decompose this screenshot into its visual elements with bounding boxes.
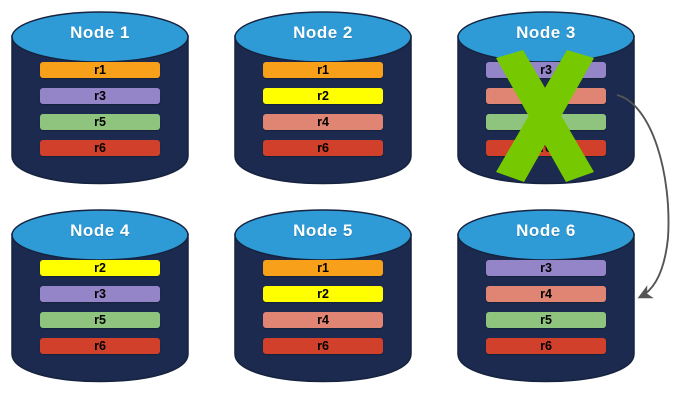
cylinder-top xyxy=(457,11,635,63)
replica-bar[interactable]: r3 xyxy=(486,260,606,276)
replica-bar[interactable]: r6 xyxy=(40,140,160,156)
replica-bar[interactable]: r6 xyxy=(486,338,606,354)
cylinder-top xyxy=(11,209,189,261)
replica-row-list: r3 r4 r5 r6 xyxy=(486,62,606,156)
replica-bar[interactable]: r4 xyxy=(263,114,383,130)
replica-bar[interactable]: r5 xyxy=(40,114,160,130)
replica-bar[interactable]: r5 xyxy=(486,312,606,328)
replica-row-list: r2 r3 r5 r6 xyxy=(40,260,160,354)
replica-bar[interactable]: r2 xyxy=(263,286,383,302)
replica-bar[interactable]: r6 xyxy=(40,338,160,354)
replica-bar[interactable]: r6 xyxy=(263,338,383,354)
replica-bar[interactable]: r4 xyxy=(263,312,383,328)
replica-bar[interactable]: r1 xyxy=(263,62,383,78)
replica-bar[interactable]: r2 xyxy=(263,88,383,104)
replica-bar[interactable]: r5 xyxy=(486,114,606,130)
replica-bar[interactable]: r4 xyxy=(486,286,606,302)
replica-row-list: r1 r2 r4 r6 xyxy=(263,260,383,354)
replica-row-list: r1 r3 r5 r6 xyxy=(40,62,160,156)
replica-row-list: r1 r2 r4 r6 xyxy=(263,62,383,156)
replica-bar[interactable]: r3 xyxy=(486,62,606,78)
replica-bar[interactable]: r1 xyxy=(263,260,383,276)
replica-bar[interactable]: r2 xyxy=(40,260,160,276)
replica-bar[interactable]: r3 xyxy=(40,88,160,104)
replica-bar[interactable]: r6 xyxy=(263,140,383,156)
replica-bar[interactable]: r4 xyxy=(486,88,606,104)
replica-bar[interactable]: r5 xyxy=(40,312,160,328)
replica-bar[interactable]: r1 xyxy=(40,62,160,78)
replica-bar[interactable]: r6 xyxy=(486,140,606,156)
cylinder-top xyxy=(11,11,189,63)
replica-row-list: r3 r4 r5 r6 xyxy=(486,260,606,354)
replica-bar[interactable]: r3 xyxy=(40,286,160,302)
cylinder-top xyxy=(457,209,635,261)
cylinder-top xyxy=(234,209,412,261)
cylinder-top xyxy=(234,11,412,63)
